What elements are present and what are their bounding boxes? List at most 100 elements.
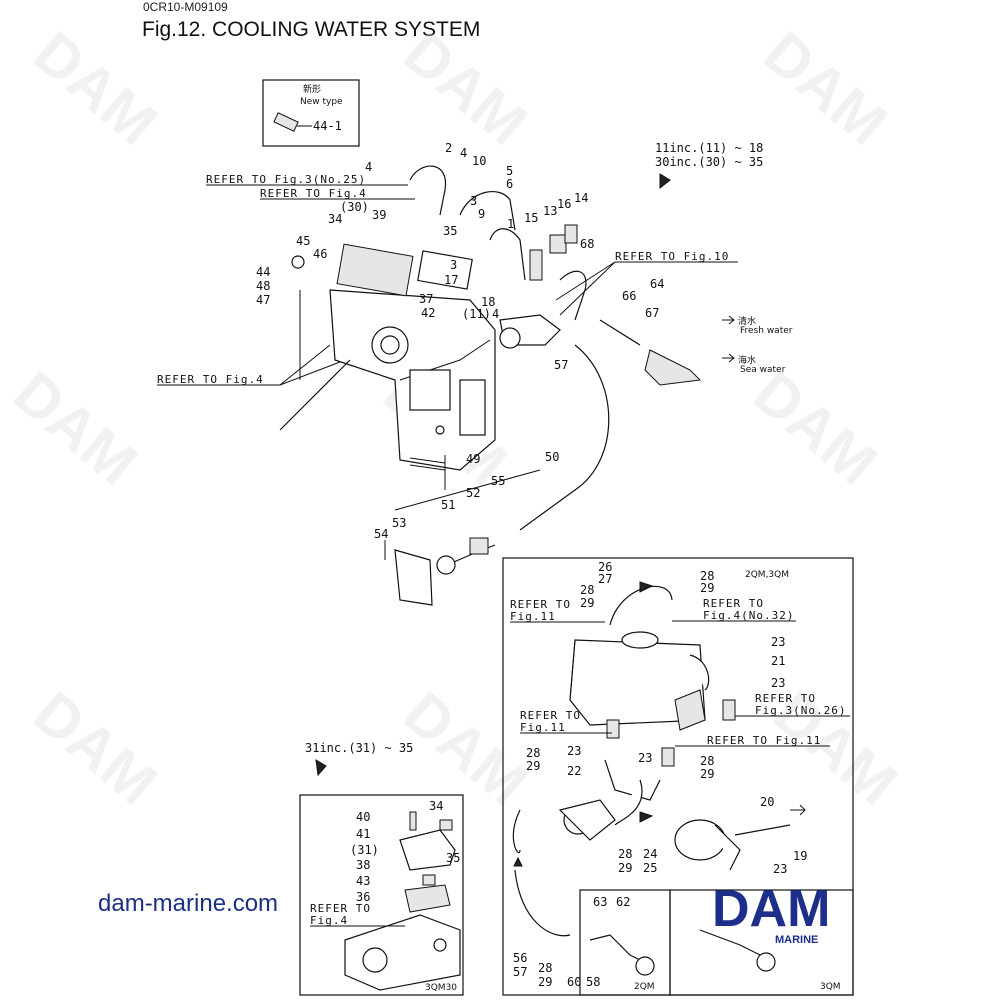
callout-44-1: 44-1 [313,119,342,133]
callout: 10 [472,154,486,168]
watermark: DAM [752,19,900,158]
callout: 4 [492,307,499,321]
watermark: DAM [22,679,170,818]
sea-water-en: Sea water [740,365,786,375]
callout: 48 [256,279,270,293]
inc-note-11: 11inc.(11) ~ 18 [655,141,763,155]
new-type-label: New type [300,97,343,107]
watermark: DAM [2,359,150,498]
inset-2qm-3qm: 2QM,3QM [502,557,854,996]
callout: 60 [567,975,581,989]
callout: 29 [538,975,552,989]
callout: 36 [356,890,370,904]
fresh-water-arrow-icon [722,315,735,325]
inset-label-3qm: 3QM [820,982,841,992]
callout: 29 [580,596,594,610]
callout: 42 [421,306,435,320]
watermark: DAM [742,359,890,498]
ref-fig3-no25: REFER TO Fig.3(No.25) [206,173,366,186]
inset-label: 2QM,3QM [745,570,789,580]
ref-fig3-no26: Fig.3(No.26) [755,704,846,717]
ref-fig4-inset-refer: REFER TO [310,902,371,915]
callout: (31) [350,843,379,857]
callout: (11) [462,307,491,321]
watermark: DAM [22,19,170,158]
callout: 28 [618,847,632,861]
dam-marine-logo: DAM MARINE [712,880,830,946]
main-engine-assembly [279,165,702,606]
callout: 16 [557,197,571,211]
callout: 46 [313,247,327,261]
callout: 53 [392,516,406,530]
ref-fig10: REFER TO Fig.10 [615,250,729,263]
callout: 56 [513,951,527,965]
website-link[interactable]: dam-marine.com [98,890,279,917]
callout: 4 [365,160,372,174]
callout: 29 [700,767,714,781]
inset-label-3qm30: 3QM30 [425,983,457,993]
callout: 68 [580,237,594,251]
callout: 34 [328,212,342,226]
logo-sub: MARINE [775,934,818,946]
callout: 45 [296,234,310,248]
callout: 35 [446,851,460,865]
callout: 28 [526,746,540,760]
callout: 22 [567,764,581,778]
inc-note-31: 31inc.(31) ~ 35 [305,741,413,755]
callout: 29 [700,581,714,595]
callout: 28 [700,569,714,583]
callout: 29 [526,759,540,773]
callout: 24 [643,847,657,861]
callout: 23 [771,676,785,690]
ref-fig4-lower: REFER TO Fig.4 [157,373,264,386]
callout: 23 [771,635,785,649]
callout: 28 [538,961,552,975]
callout: 18 [481,295,495,309]
callout: 51 [441,498,455,512]
callout: 63 [593,895,607,909]
callouts-inset: 26 27 28 29 28 29 23 21 23 28 29 23 22 2… [513,560,807,989]
ref-fig11-a: Fig.11 [510,610,556,623]
callout: 49 [466,452,480,466]
ref-fig4-no32: Fig.4(No.32) [703,609,794,622]
callout: 58 [586,975,600,989]
callout: 23 [773,862,787,876]
new-type-box: 新形 New type 44-1 [262,79,360,147]
callout: 6 [506,177,513,191]
callout: 25 [643,861,657,875]
logo-text: DAM [712,880,830,938]
callout: 28 [700,754,714,768]
callout: 9 [478,207,485,221]
callout: 66 [622,289,636,303]
callout: 27 [598,572,612,586]
callout: 4 [460,146,467,160]
callout: 29 [618,861,632,875]
callout: 3 [450,258,457,272]
new-type-jp: 新形 [303,83,321,95]
ref-fig4-inset: Fig.4 [310,914,348,927]
sea-water-arrow-icon [722,353,735,363]
ref-fig11-c: REFER TO Fig.11 [707,734,821,747]
callout: 41 [356,827,370,841]
callout: 19 [793,849,807,863]
water-legend: 清水 Fresh water 海水 Sea water [722,315,793,375]
inset-label-2qm: 2QM [634,982,655,992]
callout: 57 [554,358,568,372]
fresh-water-en: Fresh water [740,326,793,336]
callout: 54 [374,527,388,541]
callout: 50 [545,450,559,464]
callout: 23 [638,751,652,765]
callout: (30) [340,200,369,214]
callout: 2 [445,141,452,155]
callouts-main: 4 2 4 10 5 6 (30) 34 39 35 3 9 1 15 13 1… [256,141,664,560]
document-code: 0CR10-M09109 [143,0,228,14]
callout: 3 [470,194,477,208]
sea-water-jp: 海水 [738,354,756,366]
watermark: DAM [392,679,540,818]
callout: 47 [256,293,270,307]
inset-3qm30: 3QM30 40 34 41 (31) 35 38 43 36 REFER TO… [299,794,464,996]
arrow-indicator-icon [659,173,671,190]
callout: 14 [574,191,588,205]
